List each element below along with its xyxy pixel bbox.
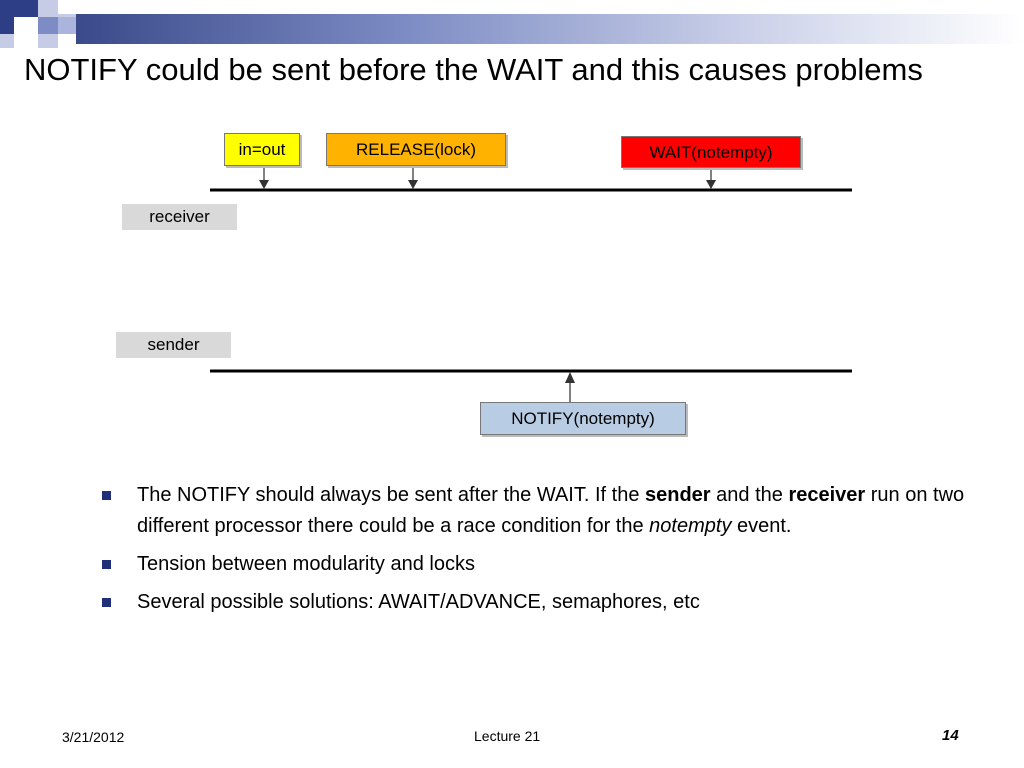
bullet-square-icon: [102, 560, 111, 569]
receiver-label: receiver: [122, 204, 237, 230]
event-notify-label: NOTIFY(notempty): [511, 409, 655, 428]
event-in-out-box: in=out: [224, 133, 300, 166]
bullet-square-icon: [102, 598, 111, 607]
header-band: [76, 14, 1024, 44]
event-notify-box: NOTIFY(notempty): [480, 402, 686, 435]
footer-page-number: 14: [942, 727, 959, 744]
arrowhead-release: [408, 180, 418, 189]
footer-date: 3/21/2012: [62, 729, 125, 745]
event-wait-box: WAIT(notempty): [621, 136, 801, 168]
diagram-lines: [210, 166, 852, 403]
bullet-list: The NOTIFY should always be sent after t…: [102, 480, 982, 625]
arrowhead-notify: [565, 372, 575, 383]
slide-title: NOTIFY could be sent before the WAIT and…: [24, 52, 923, 87]
bullet-item-2: Tension between modularity and locks: [102, 549, 982, 580]
sender-label: sender: [116, 332, 231, 358]
bullet-item-3: Several possible solutions: AWAIT/ADVANC…: [102, 587, 982, 618]
event-in-out-label: in=out: [238, 140, 286, 159]
timing-diagram: in=out RELEASE(lock) WAIT(notempty) NOTI…: [116, 133, 852, 435]
corner-decoration: [0, 0, 1024, 48]
event-wait-label: WAIT(notempty): [649, 142, 773, 162]
event-release-lock-label: RELEASE(lock): [356, 140, 476, 159]
arrowhead-wait: [706, 180, 716, 189]
arrowhead-in-out: [259, 180, 269, 189]
bullet-item-1: The NOTIFY should always be sent after t…: [102, 480, 982, 542]
event-release-lock-box: RELEASE(lock): [326, 133, 506, 166]
bullet-square-icon: [102, 491, 111, 500]
footer-lecture: Lecture 21: [474, 728, 541, 744]
